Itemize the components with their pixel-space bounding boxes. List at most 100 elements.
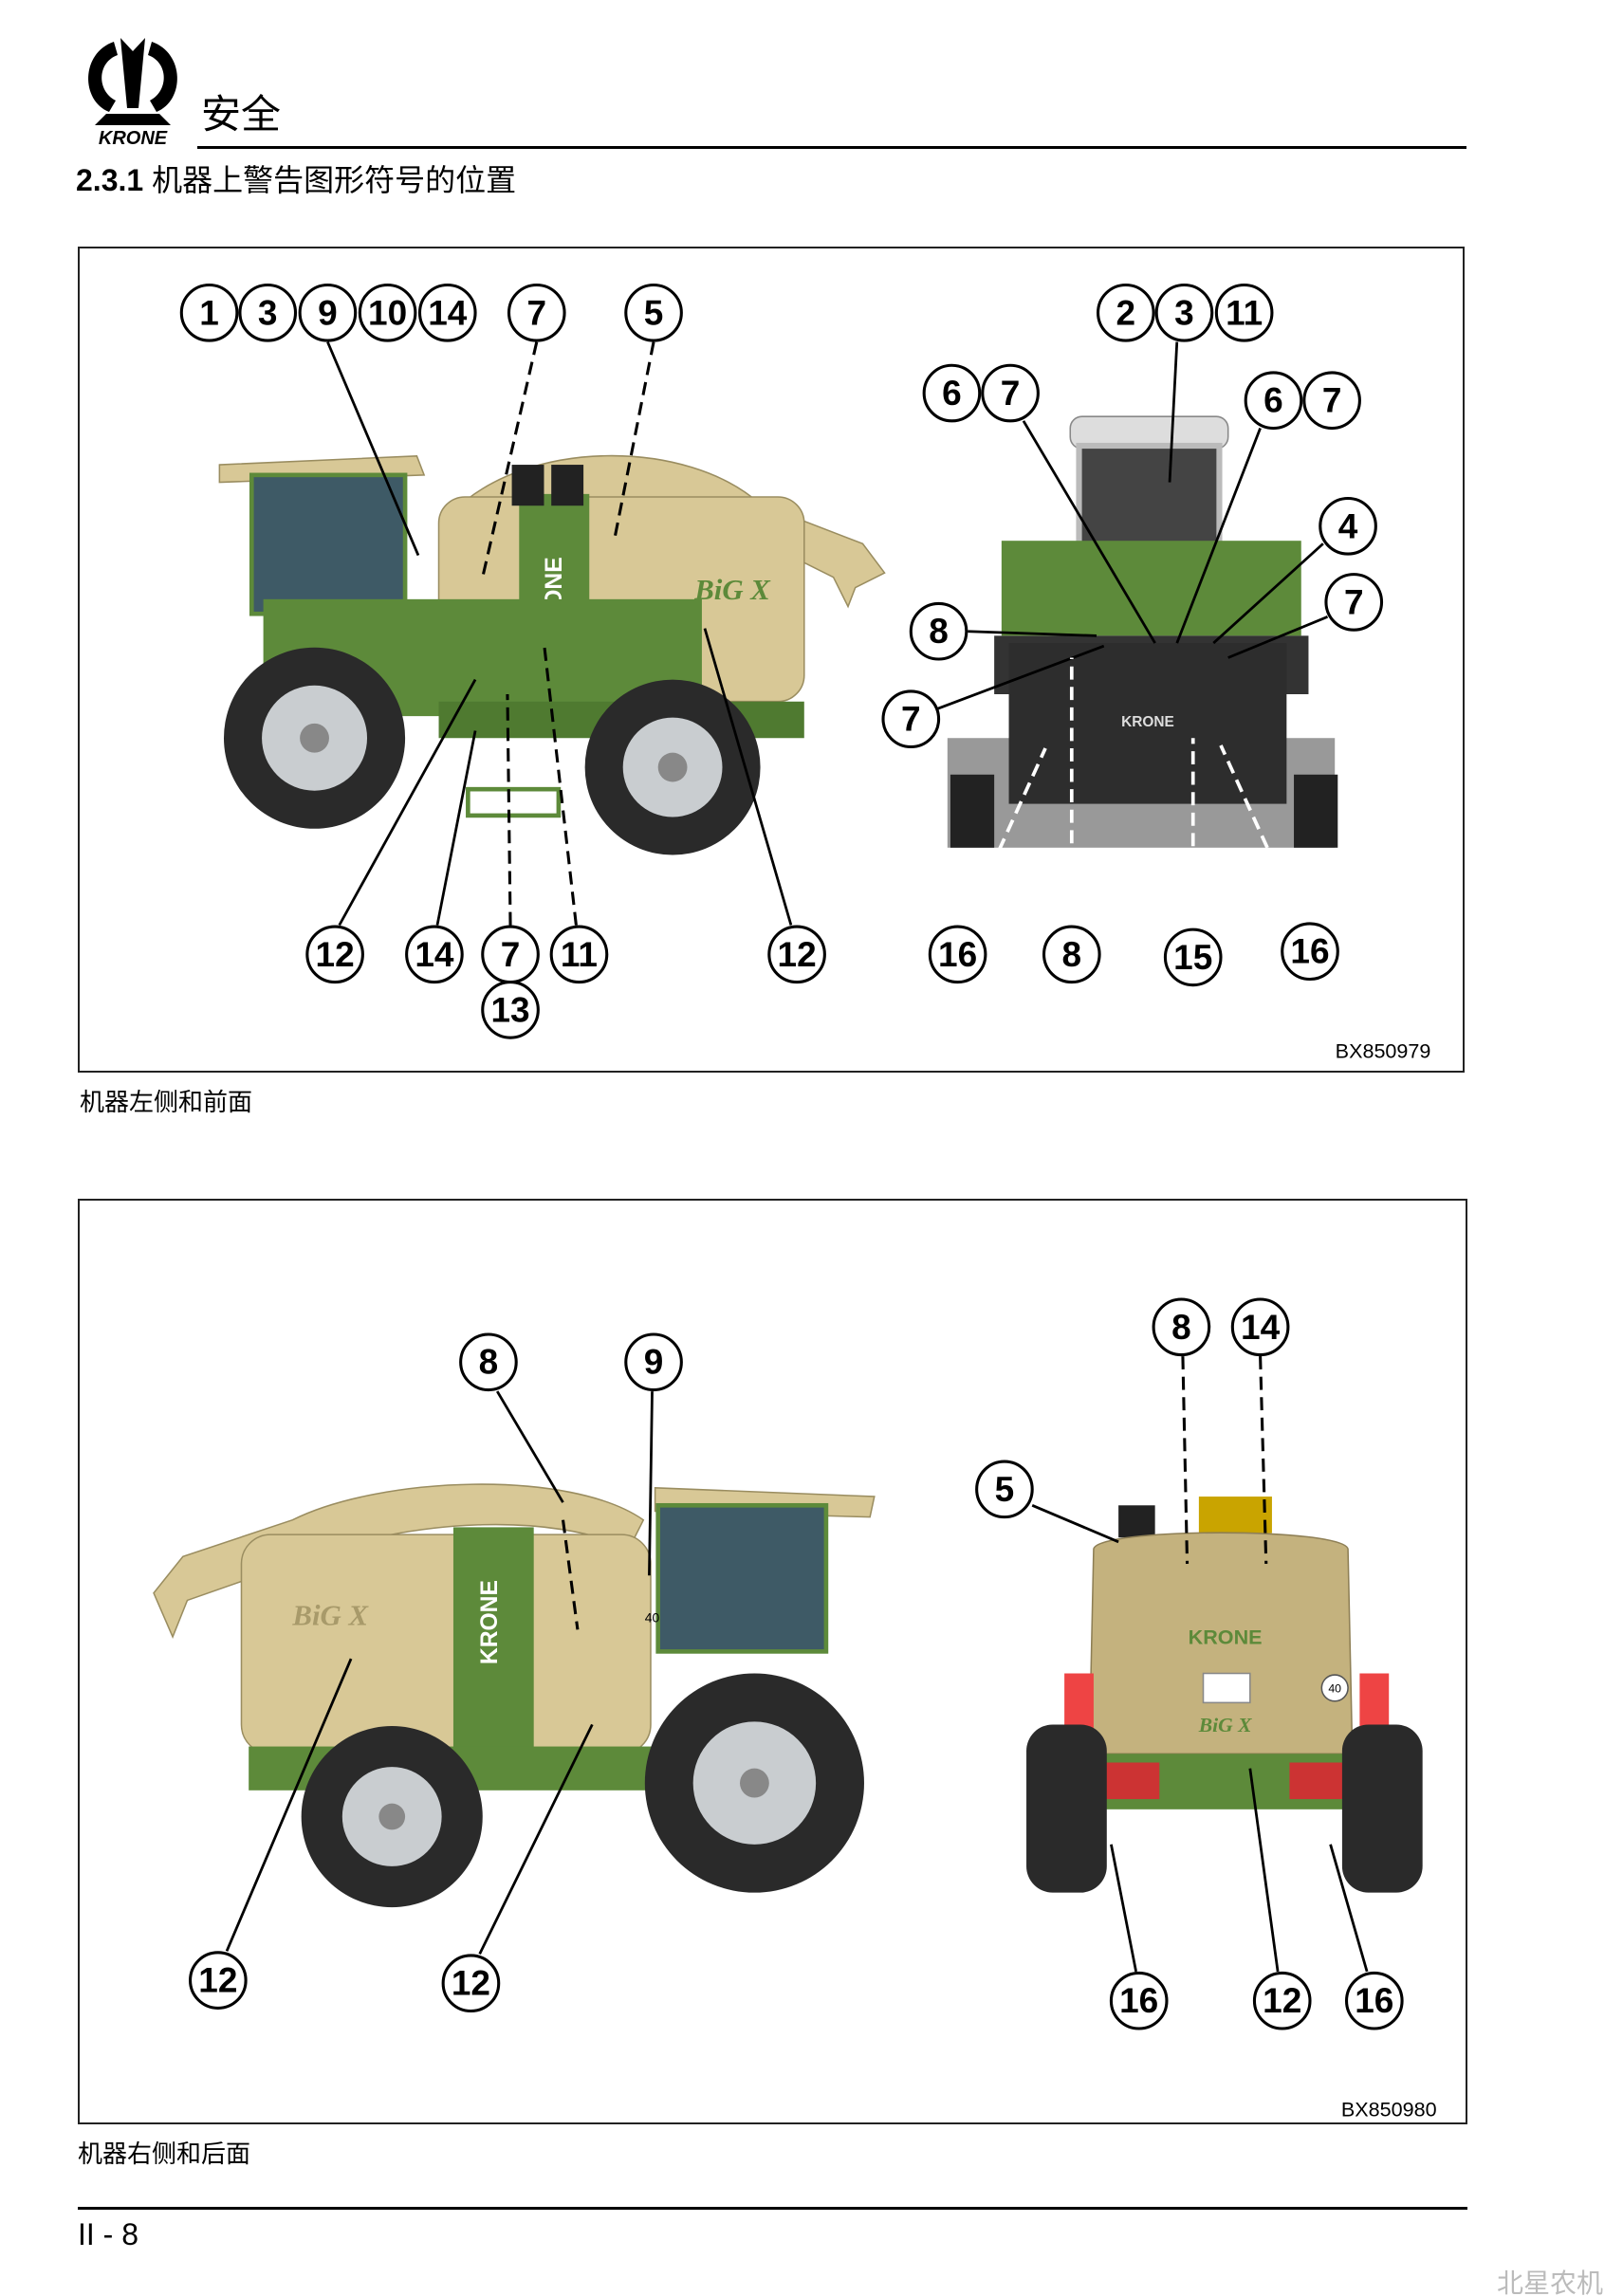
callout: 11 [549, 925, 609, 984]
header-divider [197, 146, 1466, 149]
callout: 12 [189, 1951, 248, 2010]
svg-text:7: 7 [1001, 374, 1021, 413]
figure1-id: BX850979 [1336, 1039, 1431, 1063]
callout: 8 [459, 1332, 518, 1392]
figure2-leader-lines [225, 1356, 1369, 1973]
section-number: 2.3.1 [76, 163, 144, 197]
svg-text:12: 12 [316, 935, 355, 974]
callout: 6 [922, 363, 982, 423]
callout: 16 [1344, 1971, 1404, 2030]
svg-text:12: 12 [1263, 1981, 1301, 2020]
callout: 3 [1154, 283, 1214, 342]
svg-text:7: 7 [1322, 381, 1342, 420]
callout: 7 [481, 925, 540, 984]
svg-text:3: 3 [1174, 293, 1194, 332]
callout: 1 [179, 283, 239, 342]
figure1-callouts: 1 3 9 10 14 7 5 2 3 11 6 7 6 7 4 8 7 7 1… [179, 283, 1384, 1039]
callout: 9 [298, 283, 358, 342]
chapter-title: 安全 [201, 91, 282, 138]
section-heading: 2.3.1 机器上警告图形符号的位置 [76, 165, 516, 195]
svg-text:8: 8 [1062, 935, 1082, 974]
callout: 8 [1042, 925, 1101, 984]
svg-text:13: 13 [490, 990, 529, 1029]
svg-text:9: 9 [318, 293, 338, 332]
svg-text:KRONE: KRONE [477, 1580, 503, 1664]
svg-text:10: 10 [368, 293, 407, 332]
callout: 9 [624, 1332, 683, 1392]
svg-text:1: 1 [199, 293, 219, 332]
svg-text:15: 15 [1173, 938, 1212, 977]
callout: 11 [1214, 283, 1274, 342]
figure2-id: BX850980 [1341, 2097, 1437, 2121]
callout: 16 [1109, 1971, 1169, 2030]
callout: 7 [1302, 371, 1361, 431]
svg-text:12: 12 [778, 935, 817, 974]
callout: 5 [975, 1460, 1034, 1519]
svg-text:KRONE: KRONE [1121, 714, 1174, 730]
callout: 7 [981, 363, 1040, 423]
callout: 14 [1230, 1297, 1290, 1357]
figure-right-rear [78, 1199, 1467, 2124]
figure-left-front [78, 247, 1465, 1073]
figure2-caption: 机器右侧和后面 [78, 2140, 251, 2169]
svg-text:16: 16 [938, 935, 977, 974]
callout: 12 [767, 925, 826, 984]
svg-text:3: 3 [258, 293, 278, 332]
callout: 3 [238, 283, 298, 342]
svg-text:12: 12 [452, 1964, 490, 2003]
section-title: 机器上警告图形符号的位置 [152, 162, 517, 198]
harvester-rear-illustration: KRONE BiG X 40 [1026, 1497, 1423, 1893]
svg-text:7: 7 [527, 293, 547, 332]
svg-text:6: 6 [1263, 381, 1283, 420]
figure1-caption: 机器左侧和前面 [80, 1089, 253, 1117]
svg-text:12: 12 [198, 1961, 237, 2000]
figure1-leader-lines [326, 341, 1329, 928]
svg-text:8: 8 [479, 1343, 499, 1382]
callout: 7 [881, 689, 941, 749]
svg-text:6: 6 [942, 374, 962, 413]
svg-text:KRONE: KRONE [1189, 1626, 1263, 1649]
callout: 12 [1252, 1971, 1312, 2030]
callout: 10 [358, 283, 417, 342]
krone-logo: KRONE [76, 34, 190, 149]
harvester-left-side-illustration: KRONE BiG X [218, 454, 886, 855]
callout: 13 [481, 981, 540, 1039]
svg-text:9: 9 [644, 1343, 664, 1382]
svg-text:5: 5 [995, 1470, 1015, 1509]
svg-text:11: 11 [561, 935, 598, 974]
page-number: II - 8 [78, 2217, 139, 2251]
svg-text:14: 14 [428, 293, 468, 332]
svg-text:40: 40 [645, 1610, 660, 1626]
callout: 4 [1319, 496, 1377, 556]
svg-text:16: 16 [1119, 1981, 1158, 2020]
figure2-callouts: 8 9 8 14 5 12 12 16 12 16 [189, 1297, 1404, 2030]
svg-text:40: 40 [1328, 1682, 1341, 1696]
svg-text:BiG X: BiG X [291, 1600, 369, 1632]
callout: 2 [1097, 283, 1155, 342]
callout: 8 [909, 601, 968, 661]
callout: 7 [507, 283, 566, 342]
svg-text:16: 16 [1290, 932, 1329, 971]
callout: 15 [1163, 928, 1223, 987]
svg-text:4: 4 [1338, 506, 1358, 545]
harvester-front-illustration: KRONE [947, 415, 1338, 848]
footer-divider [78, 2207, 1467, 2210]
svg-text:7: 7 [1344, 582, 1364, 621]
svg-text:11: 11 [1226, 293, 1263, 332]
callout: 7 [1324, 573, 1384, 632]
svg-text:KRONE: KRONE [99, 128, 168, 148]
svg-text:8: 8 [929, 612, 949, 651]
svg-text:16: 16 [1355, 1981, 1393, 2020]
watermark: 北星农机网 [1497, 2268, 1604, 2296]
svg-text:BiG X: BiG X [693, 574, 771, 606]
callout: 12 [305, 925, 364, 984]
callout: 6 [1244, 371, 1303, 431]
svg-text:14: 14 [1241, 1308, 1281, 1347]
callout: 16 [1281, 922, 1339, 982]
callout: 8 [1152, 1297, 1211, 1357]
svg-text:14: 14 [415, 935, 454, 974]
harvester-right-side-illustration: KRONE BiG X 40 [153, 1483, 876, 1908]
svg-text:8: 8 [1171, 1308, 1191, 1347]
